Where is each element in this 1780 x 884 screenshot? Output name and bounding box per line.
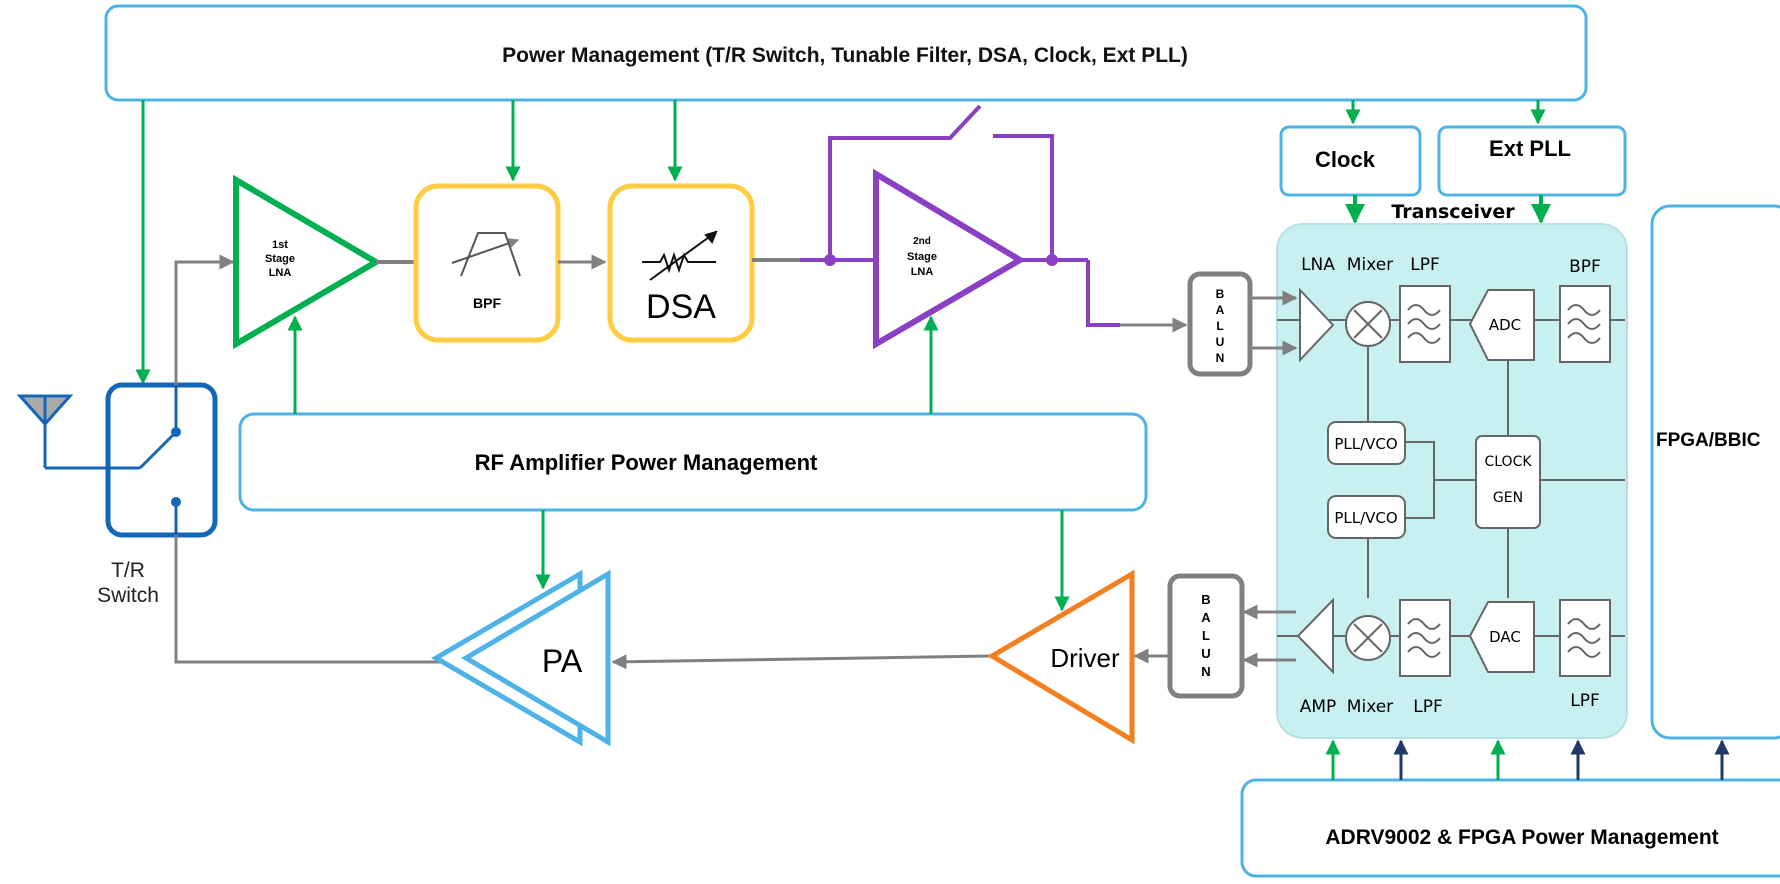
pa-label: PA bbox=[542, 643, 583, 679]
trx-clockgen-label-1: CLOCK bbox=[1484, 454, 1532, 470]
trx-mixer-tx-label: Mixer bbox=[1347, 697, 1393, 717]
balun-rx-u: U bbox=[1216, 335, 1225, 349]
trx-adc-label: ADC bbox=[1489, 316, 1521, 334]
trx-mixer-rx-label: Mixer bbox=[1347, 255, 1393, 275]
top-power-box bbox=[104, 4, 1588, 102]
clock-box bbox=[1279, 125, 1422, 197]
balun-rx-a: A bbox=[1216, 303, 1225, 317]
bpf-label: BPF bbox=[473, 295, 501, 311]
balun-tx-b: B bbox=[1201, 592, 1210, 607]
trx-rx-chain bbox=[1277, 285, 1625, 363]
lna1-label-1: 1st bbox=[272, 239, 288, 251]
trx-clockgen-label-2: GEN bbox=[1493, 490, 1523, 506]
tr-switch bbox=[105, 382, 218, 538]
balun-rx-l: L bbox=[1216, 319, 1223, 333]
balun-rx bbox=[1187, 271, 1253, 377]
lna2-triangle bbox=[873, 168, 1026, 350]
adrv-power-label: ADRV9002 & FPGA Power Management bbox=[1325, 826, 1718, 849]
trx-bpf-label: BPF bbox=[1569, 257, 1601, 277]
lna1-label-3: LNA bbox=[269, 267, 292, 279]
balun-tx bbox=[1167, 573, 1245, 699]
bpf-box bbox=[413, 183, 561, 343]
trx-pll-clock bbox=[1327, 421, 1541, 539]
tr-switch-label-2: Switch bbox=[97, 584, 159, 607]
tr-switch-label-1: T/R bbox=[111, 559, 145, 582]
trx-lna-label: LNA bbox=[1301, 255, 1335, 275]
trx-lpf-tx-label: LPF bbox=[1413, 697, 1443, 717]
fpga-box bbox=[1650, 204, 1780, 740]
transceiver-label: Transceiver bbox=[1391, 201, 1515, 223]
balun-tx-a: A bbox=[1201, 610, 1211, 625]
trx-pll2-label: PLL/VCO bbox=[1334, 509, 1397, 527]
rf-power-box bbox=[238, 412, 1148, 512]
trx-tx-chain bbox=[1277, 597, 1625, 677]
fpga-label: FPGA/BBIC bbox=[1656, 430, 1761, 451]
dsa-label: DSA bbox=[646, 288, 716, 326]
balun-tx-u: U bbox=[1201, 646, 1210, 661]
balun-rx-b: B bbox=[1216, 287, 1225, 301]
lna2-label-1: 2nd bbox=[913, 236, 931, 247]
trx-lpf-rx-label: LPF bbox=[1410, 255, 1440, 275]
lna1-label-2: Stage bbox=[265, 253, 295, 265]
balun-tx-n: N bbox=[1201, 664, 1210, 679]
tunable-filter-icon bbox=[451, 232, 521, 277]
pa-triangle bbox=[431, 569, 611, 747]
driver-label: Driver bbox=[1050, 643, 1120, 673]
attenuator-icon bbox=[642, 230, 718, 281]
lna2-label-3: LNA bbox=[911, 266, 934, 278]
adrv-power-box bbox=[1240, 778, 1780, 878]
top-power-label: Power Management (T/R Switch, Tunable Fi… bbox=[502, 44, 1188, 67]
balun-tx-l: L bbox=[1202, 628, 1210, 643]
balun-rx-n: N bbox=[1216, 351, 1225, 365]
ext-pll-box bbox=[1437, 125, 1627, 197]
clock-label: Clock bbox=[1315, 147, 1376, 172]
ext-pll-label: Ext PLL bbox=[1489, 136, 1571, 161]
trx-lpf-tx2-label: LPF bbox=[1570, 691, 1600, 711]
lna2-label-2: Stage bbox=[907, 251, 937, 263]
rf-power-label: RF Amplifier Power Management bbox=[475, 450, 818, 475]
trx-amp-label: AMP bbox=[1300, 697, 1337, 717]
lna1-triangle bbox=[233, 174, 382, 350]
trx-dac-label: DAC bbox=[1489, 628, 1521, 646]
driver-triangle bbox=[987, 569, 1135, 745]
trx-pll1-label: PLL/VCO bbox=[1334, 435, 1397, 453]
